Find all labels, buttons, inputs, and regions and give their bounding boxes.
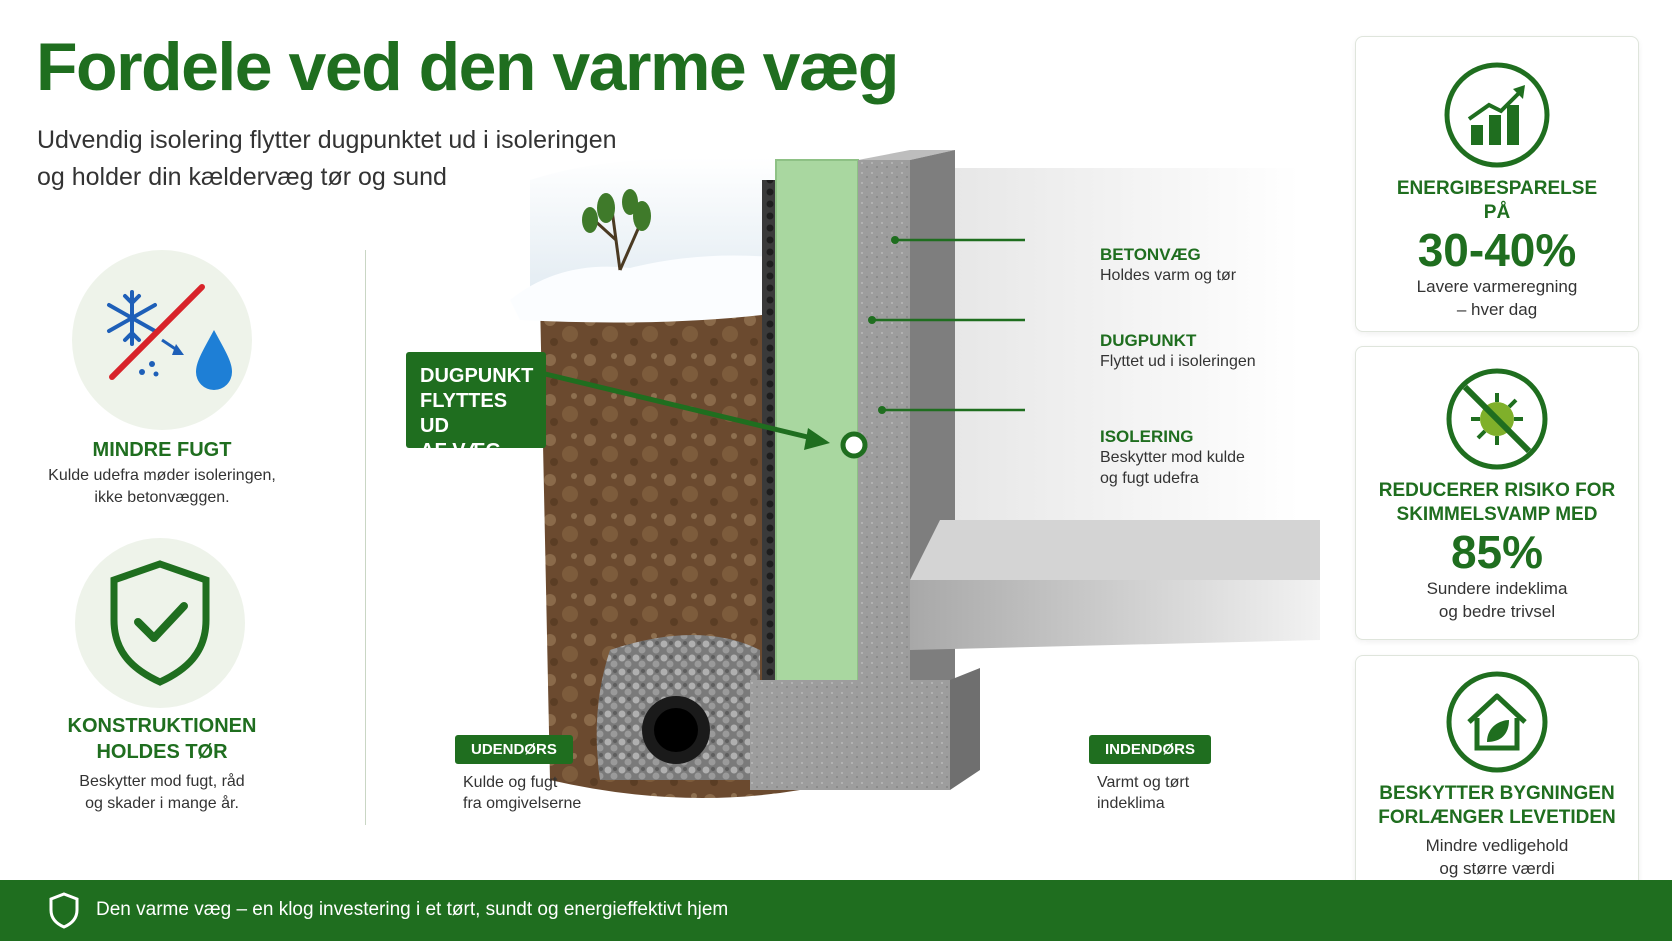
card-big-value: 85% bbox=[1450, 526, 1544, 578]
card-energy-savings: ENERGIBESPARELSE PÅ 30-40% Lavere varmer… bbox=[1355, 36, 1639, 332]
no-frost-moisture-icon bbox=[92, 272, 242, 407]
footer-bar bbox=[0, 880, 1672, 941]
feature-title: KONSTRUKTIONEN bbox=[67, 715, 257, 737]
subtitle-line-1: Udvendig isolering flytter dugpunktet ud… bbox=[37, 126, 617, 154]
label-text: Flyttet ud i isoleringen bbox=[1100, 353, 1256, 370]
card-title: BESKYTTER BYGNINGEN bbox=[1379, 783, 1615, 804]
feature-text: Beskytter mod fugt, råd bbox=[79, 773, 245, 790]
feature-title: HOLDES TØR bbox=[96, 741, 228, 763]
label-title: BETONVÆG bbox=[1100, 245, 1201, 264]
outdoor-text-line: Kulde og fugt bbox=[463, 774, 558, 791]
card-subtext: Lavere varmeregning bbox=[1416, 277, 1578, 296]
dew-point-callout: DUGPUNKT FLYTTES UD AF VÆG bbox=[406, 352, 546, 462]
house-leaf-icon bbox=[1356, 670, 1638, 774]
card-subtext: og bedre trivsel bbox=[1438, 602, 1556, 621]
outdoor-text-line: fra omgivelserne bbox=[463, 795, 582, 812]
shield-check-icon bbox=[106, 558, 214, 693]
label-insulation: ISOLERING Beskytter mod kulde og fugt ud… bbox=[1100, 426, 1245, 489]
card-mold-reduction: REDUCERER RISIKO FOR SKIMMELSVAMP MED 85… bbox=[1355, 346, 1639, 640]
callout-line: DUGPUNKT bbox=[420, 365, 534, 387]
card-subtext: Mindre vedligehold bbox=[1425, 836, 1569, 855]
feature-text: og skader i mange år. bbox=[85, 795, 239, 812]
label-text: Beskytter mod kulde bbox=[1100, 449, 1245, 466]
callout-line: AF VÆG bbox=[420, 440, 502, 462]
footer-text: Den varme væg – en klog investering i et… bbox=[96, 899, 729, 920]
label-dew-point: DUGPUNKT Flyttet ud i isoleringen bbox=[1100, 330, 1256, 372]
label-concrete-wall: BETONVÆG Holdes varm og tør bbox=[1100, 244, 1236, 286]
card-title: ENERGIBESPARELSE bbox=[1396, 178, 1598, 199]
callout-line: FLYTTES UD bbox=[420, 390, 508, 437]
feature-less-moisture: MINDRE FUGT Kulde udefra møder isolering… bbox=[12, 437, 312, 509]
page-title: Fordele ved den varme væg bbox=[36, 29, 899, 105]
label-title: DUGPUNKT bbox=[1100, 331, 1197, 350]
indoor-text: Varmt og tørt indeklima bbox=[1097, 772, 1189, 814]
label-title: ISOLERING bbox=[1100, 427, 1194, 446]
card-big-value: 30-40% bbox=[1417, 224, 1577, 276]
outdoor-text: Kulde og fugt fra omgivelserne bbox=[463, 772, 581, 814]
shield-outline-icon bbox=[48, 891, 80, 934]
card-title: REDUCERER RISIKO FOR bbox=[1378, 480, 1616, 501]
outdoor-tag: UDENDØRS bbox=[455, 735, 573, 764]
card-title: SKIMMELSVAMP MED bbox=[1396, 504, 1598, 525]
feature-construction-dry: KONSTRUKTIONEN HOLDES TØR Beskytter mod … bbox=[12, 713, 312, 815]
feature-text: ikke betonvæggen. bbox=[94, 489, 230, 506]
wall-cross-section-illustration bbox=[380, 150, 1340, 830]
divider bbox=[365, 250, 366, 825]
card-title: PÅ bbox=[1483, 202, 1511, 223]
card-subtext: – hver dag bbox=[1456, 300, 1538, 319]
feature-title: MINDRE FUGT bbox=[92, 439, 232, 461]
card-subtext: Sundere indeklima bbox=[1426, 579, 1568, 598]
card-subtext: og større værdi bbox=[1439, 859, 1555, 878]
chart-growth-icon bbox=[1356, 61, 1638, 169]
card-title: FORLÆNGER LEVETIDEN bbox=[1378, 807, 1616, 828]
label-text: og fugt udefra bbox=[1100, 470, 1199, 487]
indoor-text-line: indeklima bbox=[1097, 795, 1165, 812]
feature-text: Kulde udefra møder isoleringen, bbox=[48, 467, 276, 484]
card-building-protection: BESKYTTER BYGNINGEN FORLÆNGER LEVETIDEN … bbox=[1355, 655, 1639, 895]
label-text: Holdes varm og tør bbox=[1100, 267, 1237, 284]
no-mold-icon bbox=[1356, 367, 1638, 471]
indoor-tag: INDENDØRS bbox=[1089, 735, 1212, 764]
subtitle-line-2: og holder din kældervæg tør og sund bbox=[37, 163, 447, 191]
indoor-text-line: Varmt og tørt bbox=[1097, 774, 1190, 791]
